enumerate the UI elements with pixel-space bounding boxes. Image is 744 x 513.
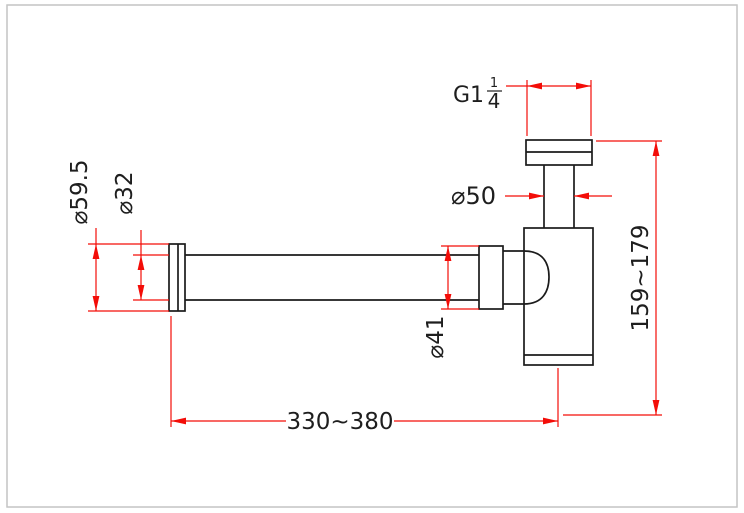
- drawing-frame: [6, 4, 738, 508]
- part-geometry: [168, 139, 594, 366]
- pipe-diameter-label: ⌀32: [112, 171, 138, 214]
- dimension-lines: [88, 80, 662, 427]
- riser-diameter-label: ⌀50: [451, 182, 496, 210]
- elbow-curve: [523, 250, 550, 305]
- compression-nut: [478, 245, 504, 310]
- length-range-label: 330~380: [286, 409, 393, 435]
- dimension-labels: G1 1 4 ⌀50 159~179 ⌀59.5 ⌀32 ⌀41 330~380: [67, 76, 654, 435]
- thread-size-label: G1: [453, 83, 484, 108]
- trap-body: [523, 227, 594, 366]
- nut-diameter-label: ⌀41: [423, 315, 449, 358]
- thread-size-numerator: 1: [490, 76, 498, 91]
- thread-size-denominator: 4: [488, 89, 501, 113]
- height-range-label: 159~179: [628, 224, 654, 331]
- flange-diameter-label: ⌀59.5: [67, 159, 93, 224]
- wall-flange: [168, 243, 186, 312]
